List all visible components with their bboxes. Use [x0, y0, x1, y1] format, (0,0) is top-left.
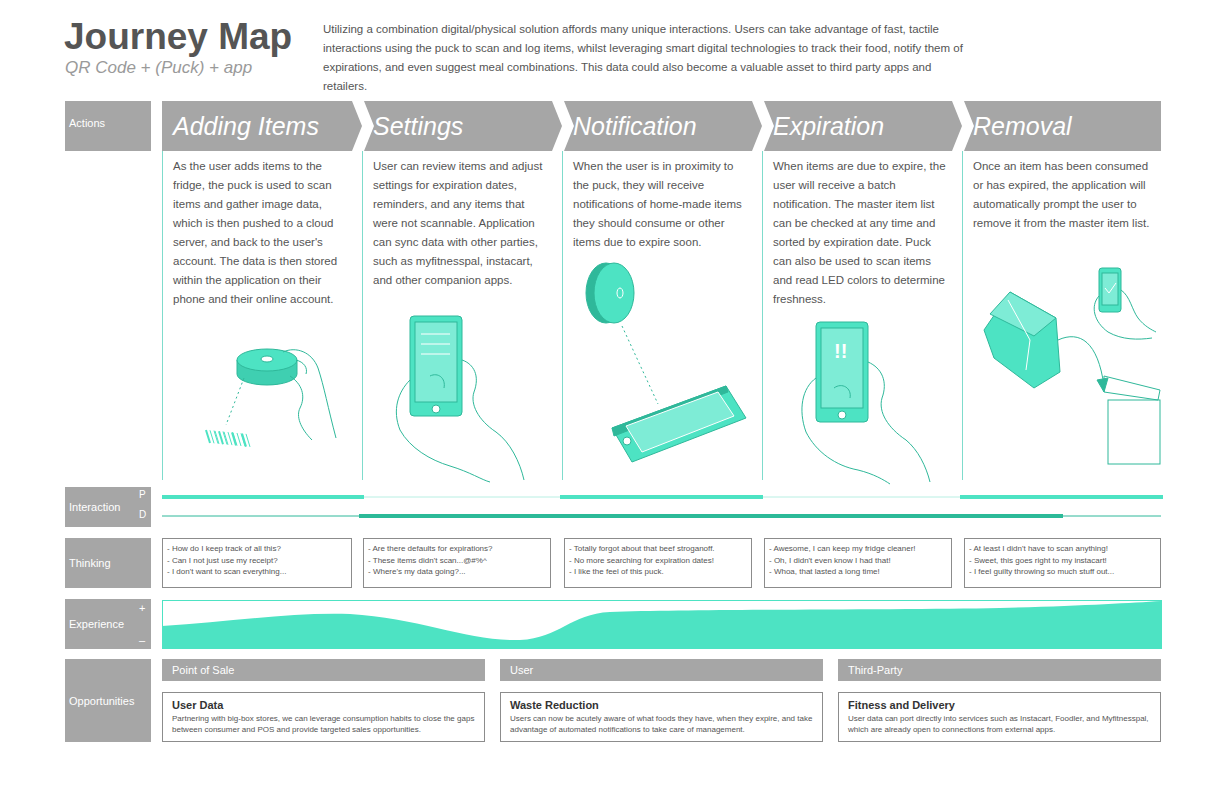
puck-scanning	[206, 349, 336, 447]
barcode-bar	[246, 434, 250, 447]
interaction-lines	[162, 497, 1163, 516]
puck-notification	[586, 263, 746, 462]
opportunity-band: User	[500, 659, 823, 681]
journey-stage: Adding ItemsAs the user adds items to th…	[162, 101, 362, 480]
thought-line: - Can I not just use my receipt?	[167, 555, 347, 567]
row-header: Experience	[65, 599, 151, 649]
column-dividers	[163, 151, 963, 480]
barcode-bar	[228, 432, 232, 445]
barcode-bar	[233, 433, 237, 446]
barcode-bar	[232, 432, 236, 445]
row-title: Actions	[69, 117, 105, 129]
thought-line: - Totally forgot about that beef strogan…	[569, 543, 747, 555]
band-title: User	[510, 664, 533, 676]
band-title: Third-Party	[848, 664, 902, 676]
journey-stage: ExpirationWhen items are due to expire, …	[762, 101, 962, 480]
barcode-bar	[210, 430, 214, 443]
opportunity-description: Users can now be acutely aware of what f…	[510, 713, 813, 735]
axis-label: P	[139, 489, 146, 500]
barcode-bar	[206, 430, 210, 443]
axis-label: D	[139, 509, 146, 520]
row-title: Experience	[69, 618, 124, 630]
barcode-bar	[237, 433, 241, 446]
thought-line: - Sweet, this goes right to my instacart…	[969, 555, 1156, 567]
thought-line: - I like the feel of this puck.	[569, 566, 747, 578]
row-title: Interaction	[69, 501, 120, 513]
opportunity-title: Waste Reduction	[510, 697, 813, 713]
stage-description: When items are due to expire, the user w…	[762, 151, 962, 309]
row-title: Thinking	[69, 557, 111, 569]
opportunity-band: Point of Sale	[162, 659, 485, 681]
thinking-box: - Totally forgot about that beef strogan…	[564, 538, 752, 588]
band-title: Point of Sale	[172, 664, 234, 676]
thought-line: - I don't want to scan everything...	[167, 566, 347, 578]
barcode-bar	[241, 433, 245, 446]
stage-title: Removal	[962, 101, 1161, 151]
thought-line: - I feel guilty throwing so much stuff o…	[969, 566, 1156, 578]
opportunity-description: Partnering with big-box stores, we can l…	[172, 713, 475, 735]
opportunity-description: User data can port directly into service…	[848, 713, 1151, 735]
journey-stage: RemovalOnce an item has been consumed or…	[962, 101, 1161, 480]
thought-line: - At least I didn't have to scan anythin…	[969, 543, 1156, 555]
thought-line: - Are there defaults for expirations?	[368, 543, 546, 555]
barcode-bar	[224, 432, 228, 445]
row-header: Interaction	[65, 487, 151, 527]
thought-line: - Awesome, I can keep my fridge cleaner!	[769, 543, 947, 555]
opportunity-title: User Data	[172, 697, 475, 713]
removal-scene	[984, 268, 1160, 464]
journey-stage: SettingsUser can review items and adjust…	[362, 101, 562, 480]
barcode-bar	[215, 431, 219, 444]
row-header: Opportunities	[65, 659, 151, 742]
alert-icon-text: !!	[834, 340, 847, 363]
thinking-box: - How do I keep track of all this?- Can …	[162, 538, 352, 588]
opportunity-title: Fitness and Delivery	[848, 697, 1151, 713]
thought-line: - No more searching for expiration dates…	[569, 555, 747, 567]
barcode-bar	[219, 431, 223, 444]
stage-description: When the user is in proximity to the puc…	[562, 151, 762, 252]
phone-expiration	[802, 322, 930, 484]
thought-line: - Oh, I didn't even know I had that!	[769, 555, 947, 567]
opportunity-box: Waste ReductionUsers can now be acutely …	[500, 692, 823, 742]
axis-label: –	[139, 634, 145, 646]
thinking-box: - At least I didn't have to scan anythin…	[964, 538, 1161, 588]
phone-settings	[396, 316, 524, 482]
stage-title: Settings	[362, 101, 562, 151]
thought-line: - Where's my data going?...	[368, 566, 546, 578]
journey-stage: NotificationWhen the user is in proximit…	[562, 101, 762, 480]
opportunity-box: User DataPartnering with big-box stores,…	[162, 692, 485, 742]
barcode-bar	[214, 431, 218, 444]
thought-line: - Whoa, that lasted a long time!	[769, 566, 947, 578]
title: Journey Map	[64, 16, 292, 58]
stage-description: As the user adds items to the fridge, th…	[162, 151, 362, 309]
chevron-headers	[162, 101, 1161, 151]
thinking-box: - Are there defaults for expirations?- T…	[363, 538, 551, 588]
barcode-bar	[223, 432, 227, 445]
stage-title: Adding Items	[162, 101, 362, 151]
barcode-bar	[242, 434, 246, 447]
stage-title: Notification	[562, 101, 762, 151]
thinking-box: - Awesome, I can keep my fridge cleaner!…	[764, 538, 952, 588]
opportunity-box: Fitness and DeliveryUser data can port d…	[838, 692, 1161, 742]
intro-text: Utilizing a combination digital/physical…	[323, 20, 978, 96]
experience-curve	[162, 601, 1162, 650]
stage-description: User can review items and adjust setting…	[362, 151, 562, 290]
row-title: Opportunities	[69, 695, 134, 707]
stage-description: Once an item has been consumed or has ex…	[962, 151, 1161, 233]
thought-line: - These items didn't scan...@#%^	[368, 555, 546, 567]
row-header: Thinking	[65, 538, 151, 588]
subtitle: QR Code + (Puck) + app	[65, 58, 252, 78]
axis-label: +	[139, 602, 145, 614]
stage-title: Expiration	[762, 101, 962, 151]
opportunity-band: Third-Party	[838, 659, 1161, 681]
thought-line: - How do I keep track of all this?	[167, 543, 347, 555]
row-header: Actions	[65, 101, 151, 151]
